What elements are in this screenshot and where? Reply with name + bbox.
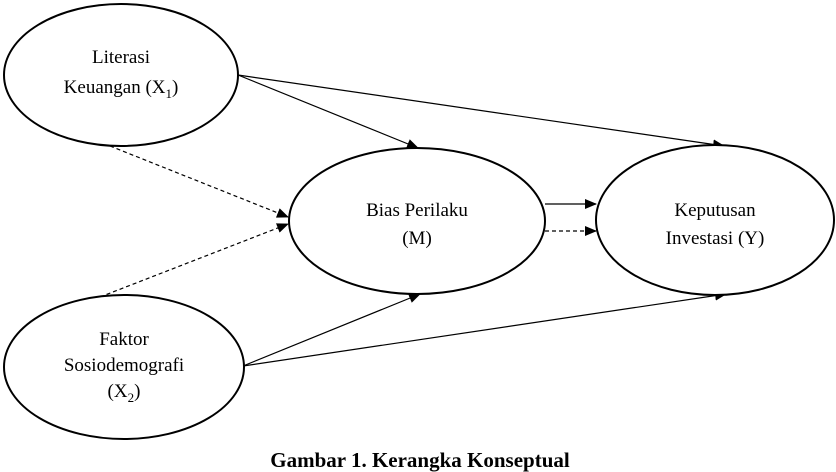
node-y: Keputusan Investasi (Y) (595, 144, 835, 296)
node-x1-ellipse (3, 3, 239, 147)
node-m: Bias Perilaku (M) (288, 147, 546, 295)
node-x1-label-line1: Literasi (92, 47, 150, 68)
node-x1-label-line2-prefix: Keuangan (X (64, 77, 166, 98)
edge-x1-to-m-solid (237, 74, 419, 149)
node-x2-label-line2: Sosiodemografi (64, 355, 184, 376)
node-y-label-line2: Investasi (Y) (666, 228, 765, 249)
node-x2-label-subscript: 2 (128, 390, 135, 405)
node-y-label-line1: Keputusan (674, 200, 756, 221)
node-y-ellipse (595, 144, 835, 296)
node-x2-label-line3-suffix: ) (134, 381, 140, 402)
node-x1-label-line2: Keuangan (X1) (64, 77, 179, 101)
edge-x1-to-y-solid (237, 74, 725, 150)
node-m-label-line1: Bias Perilaku (366, 200, 468, 221)
node-x2-label-line1: Faktor (99, 329, 149, 350)
node-x2-label-line3: (X2) (108, 381, 141, 405)
node-m-label-line2: (M) (402, 228, 432, 249)
node-x2-label-line3-prefix: (X (108, 381, 128, 402)
node-m-ellipse (288, 147, 546, 295)
node-x1: Literasi Keuangan (X1) (3, 3, 239, 147)
edge-x2-to-y-solid (242, 290, 727, 367)
node-x1-label-subscript: 1 (166, 86, 173, 101)
node-x2: Faktor Sosiodemografi (X2) (3, 294, 245, 440)
node-x1-label-line2-suffix: ) (172, 77, 178, 98)
edges (99, 74, 727, 367)
figure-caption: Gambar 1. Kerangka Konseptual (270, 448, 570, 472)
edge-x1-to-m-dashed (109, 145, 289, 218)
edge-x2-to-m-dashed (99, 223, 289, 298)
node-x2-ellipse (3, 294, 245, 440)
edge-x2-to-m-solid (242, 293, 421, 367)
